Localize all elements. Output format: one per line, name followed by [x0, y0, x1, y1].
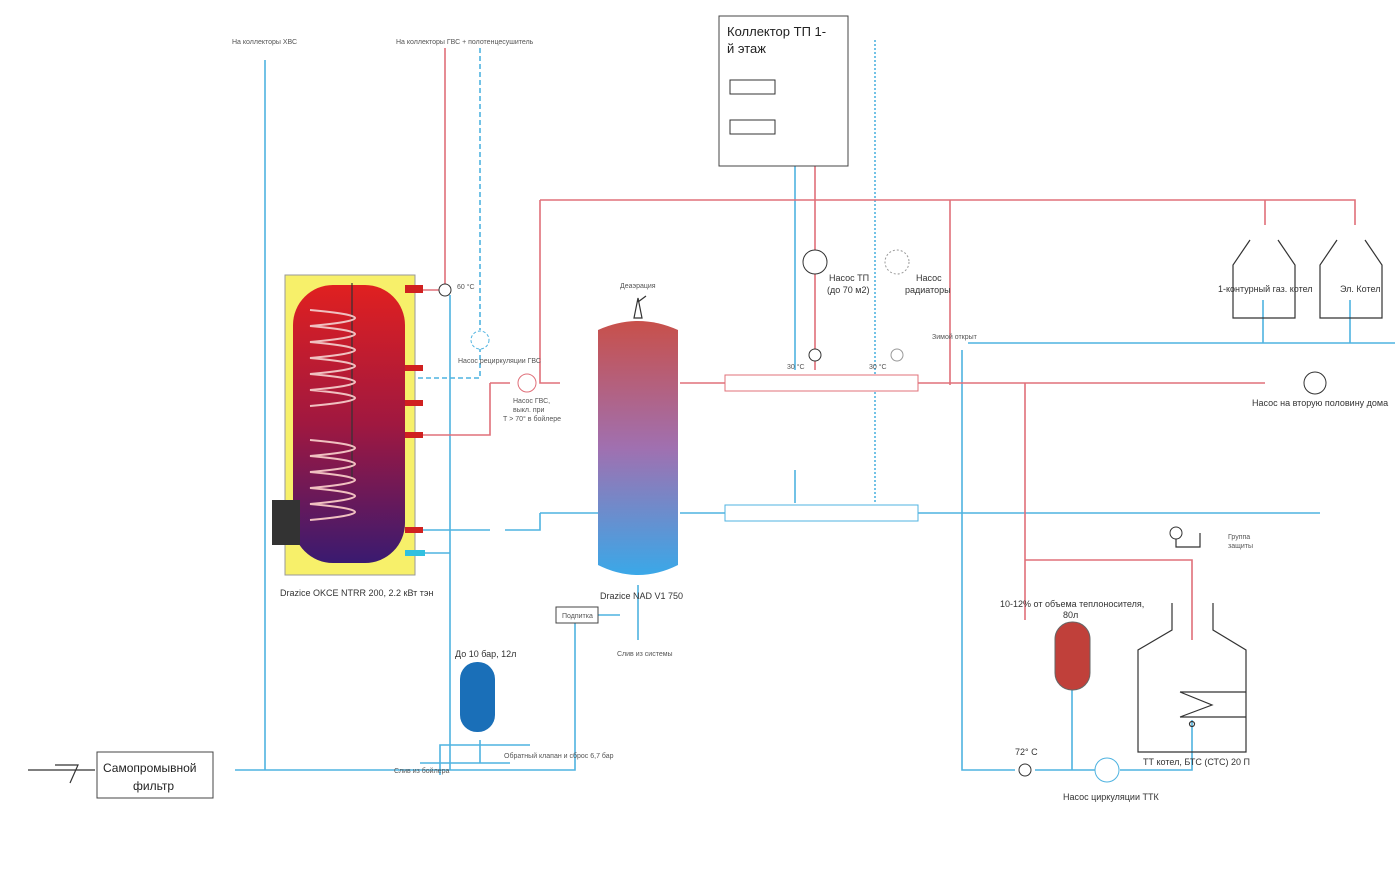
mixing-valve-icon: [890, 348, 904, 362]
expansion-tank-heating: [1054, 621, 1091, 691]
safety-group-label-1: Группа: [1228, 534, 1250, 541]
dhw-pump-icon: [517, 373, 537, 393]
collector-title-2: й этаж: [727, 41, 766, 56]
ttk-pump-icon: [1094, 757, 1120, 783]
makeup-box: [555, 606, 599, 624]
dhw-pump-label-1: Насос ГВС,: [513, 398, 550, 405]
ttk-pump-label: Насос циркуляции ТТК: [1063, 792, 1159, 802]
mixing-valve-icon: [808, 348, 822, 362]
collector-title: Коллектор ТП 1-: [727, 24, 826, 39]
second-half-pump-icon: [1303, 371, 1327, 395]
supply-manifold: [724, 374, 919, 392]
deaeration-label: Деаэрация: [620, 283, 656, 290]
radiator-pump-icon: [884, 249, 910, 275]
filter-label-1: Самопромывной: [103, 761, 197, 775]
mixing-valve-icon: [1018, 763, 1032, 777]
winter-open-label: Зимой открыт: [932, 333, 978, 341]
rad-pump-label-2: радиаторы: [905, 285, 951, 295]
hot-pipes: [405, 48, 1356, 640]
temp-30a-label: 30 °C: [787, 363, 805, 371]
second-half-pump-label: Насос на вторую половину дома: [1252, 398, 1388, 408]
electric-boiler: [1319, 239, 1383, 319]
recirc-pump-label: Насос рециркуляции ГВС: [458, 358, 541, 365]
exp-tank-big-label-1: 10-12% от объема теплоносителя,: [1000, 599, 1144, 609]
self-cleaning-filter: [96, 751, 214, 799]
el-boiler-label: Эл. Котел: [1340, 284, 1380, 294]
buffer-name: Drazice NAD V1 750: [600, 591, 683, 601]
ufh-pump-label-1: Насос ТП: [829, 273, 869, 283]
dhw-boiler: Drazice OKCE NTRR 200, 2.2 кВт тэн: [272, 274, 434, 598]
recirc-pump-icon: [470, 330, 490, 350]
exp-tank-big-label-2: 80л: [1063, 610, 1078, 620]
filter-label-2: фильтр: [133, 779, 174, 793]
ufh-collector: Коллектор ТП 1- й этаж: [718, 15, 849, 167]
boiler-drain-label: Слив из бойлера: [394, 767, 449, 775]
expansion-tank-dhw: [460, 662, 495, 732]
dhw-pump-label-3: Т > 70° в бойлере: [503, 415, 561, 423]
hot-water-label: На коллекторы ГВС + полотенцесушитель: [396, 39, 534, 46]
gas-boiler: [1232, 239, 1296, 319]
rad-pump-label-1: Насос: [916, 273, 942, 283]
cold-pipes: [235, 40, 1395, 775]
mixing-valve-icon: [438, 283, 452, 297]
gas-boiler-label: 1-контурный газ. котел: [1218, 284, 1313, 294]
exp-tank-small-label: До 10 бар, 12л: [455, 649, 516, 659]
system-drain-label: Слив из системы: [617, 651, 673, 658]
solid-fuel-boiler: [1137, 603, 1247, 753]
temp-60-label: 60 °C: [457, 283, 475, 291]
boiler-name: Drazice OKCE NTRR 200, 2.2 кВт тэн: [280, 588, 434, 598]
ufh-pump-icon: [802, 249, 828, 275]
makeup-label: Подпитка: [562, 613, 593, 620]
temp-72-label: 72° C: [1015, 747, 1038, 757]
check-valve-label: Обратный клапан и сброс 6,7 бар: [504, 752, 614, 760]
buffer-tank: Деаэрация Drazice NAD V1 750: [598, 283, 683, 601]
dhw-pump-label-2: выкл. при: [513, 407, 545, 414]
cold-water-label: На коллекторы ХВС: [232, 39, 297, 46]
temp-30b-label: 30 °C: [869, 363, 887, 371]
safety-group-label-2: защиты: [1228, 543, 1253, 550]
return-manifold: [724, 504, 919, 522]
solid-boiler-label: ТТ котел, БТС (СТС) 20 П: [1143, 757, 1250, 767]
ufh-pump-label-2: (до 70 м2): [827, 285, 869, 295]
